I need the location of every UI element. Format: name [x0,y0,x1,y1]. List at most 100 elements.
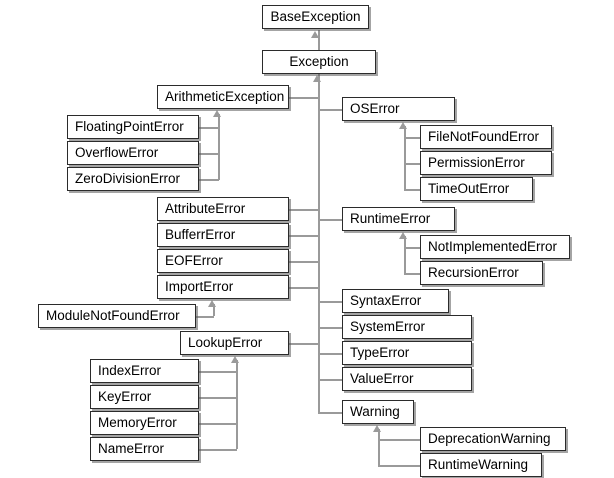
node-label-eof-error: EOFError [165,253,223,269]
arrow-to-lookup-error [231,356,239,363]
node-module-not-found-error[interactable]: ModuleNotFoundError [38,304,196,328]
node-deprecation-warning[interactable]: DeprecationWarning [420,427,566,451]
node-type-error[interactable]: TypeError [342,341,472,365]
node-label-lookup-error: LookupError [188,335,263,351]
connector-os-fnfe [404,137,422,139]
node-base-exception[interactable]: BaseException [262,5,369,29]
connector-arith-zde [199,179,219,181]
node-key-error[interactable]: KeyError [90,385,199,409]
arrow-to-arithmetic-exception [213,110,221,117]
node-label-arithmetic-exception: ArithmeticException [165,89,285,105]
node-label-os-error: OSError [350,101,400,117]
node-label-runtime-error: RuntimeError [350,211,431,227]
node-label-bufferr-error: BufferrError [165,227,236,243]
connector-warn-rt [378,465,421,467]
node-label-zero-division-error: ZeroDivisionError [75,171,181,187]
node-runtime-warning[interactable]: RuntimeWarning [420,453,542,477]
node-not-implemented-error[interactable]: NotImplementedError [420,235,570,259]
node-label-floating-point-error: FloatingPointError [75,119,184,135]
connector-vert-base-exception [318,30,320,51]
connector-lookup-index [199,371,237,373]
connector-lookup-key [199,397,237,399]
connector-stub-import [289,287,320,289]
connector-stub-runtime [318,219,343,221]
node-warning[interactable]: Warning [342,400,414,424]
node-import-error[interactable]: ImportError [157,275,289,299]
node-name-error[interactable]: NameError [90,437,199,461]
node-arithmetic-exception[interactable]: ArithmeticException [157,85,289,109]
connector-lookup-memory [199,423,237,425]
connector-arith-riser [218,114,220,180]
node-label-attribute-error: AttributeError [165,201,246,217]
node-label-syntax-error: SyntaxError [350,293,422,309]
node-label-base-exception: BaseException [270,9,361,25]
connector-os-timeout [404,189,422,191]
node-attribute-error[interactable]: AttributeError [157,197,289,221]
connector-stub-bufferr [289,235,320,237]
node-label-warning: Warning [350,404,400,420]
node-index-error[interactable]: IndexError [90,359,199,383]
connector-stub-eof [289,261,320,263]
connector-import-mnfe [196,316,214,318]
arrow-to-import-error [208,300,216,307]
connector-rt-riser [404,236,406,274]
node-bufferr-error[interactable]: BufferrError [157,223,289,247]
node-eof-error[interactable]: EOFError [157,249,289,273]
node-label-exception: Exception [289,54,349,70]
connector-lookup-name [199,449,237,451]
node-label-time-out-error: TimeOutError [428,181,510,197]
node-label-not-implemented-error: NotImplementedError [428,239,558,255]
node-label-type-error: TypeError [350,345,410,361]
node-runtime-error[interactable]: RuntimeError [342,207,455,231]
node-syntax-error[interactable]: SyntaxError [342,289,449,313]
node-file-not-found-error[interactable]: FileNotFoundError [420,125,552,149]
connector-warn-riser [378,429,380,466]
node-exception[interactable]: Exception [262,50,376,74]
connector-rt-re [404,273,422,275]
node-label-name-error: NameError [98,441,165,457]
node-overflow-error[interactable]: OverflowError [67,141,199,165]
node-label-recursion-error: RecursionError [428,265,519,281]
connector-trunk-main [318,78,320,413]
arrow-to-os-error [399,122,407,129]
arrow-to-exception [313,75,321,82]
connector-os-riser [404,126,406,190]
node-system-error[interactable]: SystemError [342,315,472,339]
connector-lookup-riser [236,360,238,449]
arrow-to-base-exception [311,31,319,38]
node-label-permission-error: PermissionError [428,155,525,171]
node-label-system-error: SystemError [350,319,426,335]
connector-import-riser [213,304,215,316]
arrow-to-warning [373,425,381,432]
node-label-key-error: KeyError [98,389,152,405]
connector-arith-fpe [199,127,219,129]
node-recursion-error[interactable]: RecursionError [420,261,543,285]
node-time-out-error[interactable]: TimeOutError [420,177,533,201]
node-label-value-error: ValueError [350,371,414,387]
node-lookup-error[interactable]: LookupError [180,331,289,355]
node-label-runtime-warning: RuntimeWarning [428,457,529,473]
connector-stub-value [318,379,343,381]
connector-stub-type [318,353,343,355]
node-floating-point-error[interactable]: FloatingPointError [67,115,199,139]
connector-stub-warning [318,412,343,414]
node-label-module-not-found-error: ModuleNotFoundError [46,308,180,324]
connector-stub-lookup [289,343,320,345]
connector-arith-ofe [199,153,219,155]
node-permission-error[interactable]: PermissionError [420,151,552,175]
node-memory-error[interactable]: MemoryError [90,411,199,435]
connector-stub-system [318,327,343,329]
connector-stub-syntax [318,301,343,303]
arrow-to-runtime-error [399,232,407,239]
node-os-error[interactable]: OSError [342,97,455,121]
connector-stub-attribute [289,209,320,211]
node-label-overflow-error: OverflowError [75,145,159,161]
node-value-error[interactable]: ValueError [342,367,472,391]
node-zero-division-error[interactable]: ZeroDivisionError [67,167,199,191]
connector-stub-arith [289,97,320,99]
node-label-import-error: ImportError [165,279,234,295]
node-label-deprecation-warning: DeprecationWarning [428,431,551,447]
connector-rt-nie [404,247,422,249]
node-label-index-error: IndexError [98,363,162,379]
